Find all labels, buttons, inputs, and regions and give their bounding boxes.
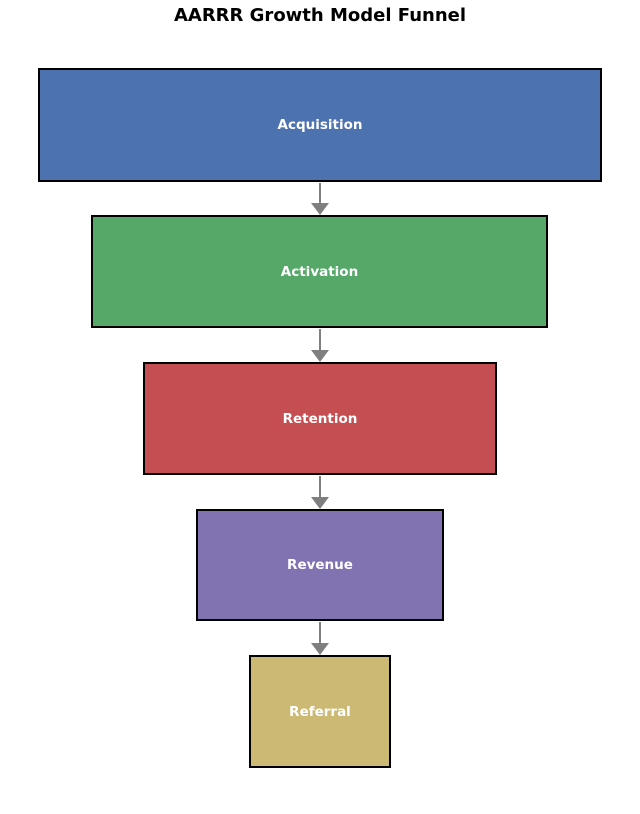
down-arrow-icon [311,476,329,509]
down-arrow-icon [311,183,329,215]
arrow-shaft [319,622,321,643]
funnel-stage-revenue: Revenue [196,509,444,621]
arrow-head [311,643,329,655]
stage-label-revenue: Revenue [287,557,353,573]
funnel-stage-retention: Retention [143,362,497,475]
stage-label-activation: Activation [280,263,359,280]
funnel-stage-acquisition: Acquisition [38,68,602,182]
funnel-stage-activation: Activation [91,215,548,328]
arrow-head [311,350,329,362]
arrow-shaft [319,329,321,350]
down-arrow-icon [311,622,329,655]
down-arrow-icon [311,329,329,362]
diagram-title: AARRR Growth Model Funnel [173,5,467,26]
stage-label-acquisition: Acquisition [277,117,363,133]
arrow-head [311,203,329,215]
stage-label-referral: Referral [289,703,351,720]
arrow-head [311,497,329,509]
stage-label-retention: Retention [282,410,358,427]
arrow-shaft [319,476,321,497]
arrow-shaft [319,183,321,203]
funnel-stage-referral: Referral [249,655,391,768]
